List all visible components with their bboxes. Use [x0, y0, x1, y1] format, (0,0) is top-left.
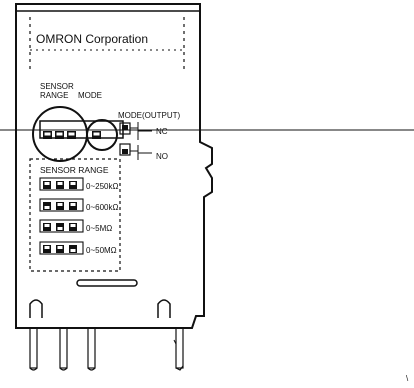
- sensor-range-table-frame: [29, 158, 121, 272]
- sensor-range-table-title: SENSOR RANGE: [40, 165, 109, 175]
- pin-3: [87, 327, 96, 371]
- sensor-range-label-bottom: RANGE: [40, 91, 68, 100]
- right-notch: [157, 299, 171, 318]
- range-row-1-switches: [39, 177, 84, 191]
- pin-2: [59, 327, 68, 371]
- mode-label: MODE: [78, 91, 102, 100]
- base-slot: [76, 279, 138, 287]
- nc-label: NC: [156, 127, 168, 136]
- pin-4: [173, 327, 184, 371]
- range-row-1-label: 0~250kΩ: [86, 182, 118, 191]
- mode-switch-no: [119, 143, 131, 156]
- range-row-4-label: 0~50MΩ: [86, 246, 117, 255]
- range-row-2-switches: [39, 198, 84, 212]
- no-label: NO: [156, 152, 168, 161]
- sensor-range-label-top: SENSOR: [40, 82, 74, 91]
- pin-1: [29, 327, 38, 371]
- mode-output-label: MODE(OUTPUT): [118, 111, 181, 120]
- range-row-4-switches: [39, 241, 84, 255]
- company-name: OMRON Corporation: [36, 32, 148, 46]
- relay-body-outline: [15, 3, 213, 329]
- range-row-3-label: 0~5MΩ: [86, 224, 112, 233]
- left-notch: [29, 299, 43, 318]
- range-row-3-switches: [39, 219, 84, 233]
- range-row-2-label: 0~600kΩ: [86, 203, 118, 212]
- corner-mark: \: [406, 374, 409, 383]
- mode-highlight-circle: [86, 119, 118, 151]
